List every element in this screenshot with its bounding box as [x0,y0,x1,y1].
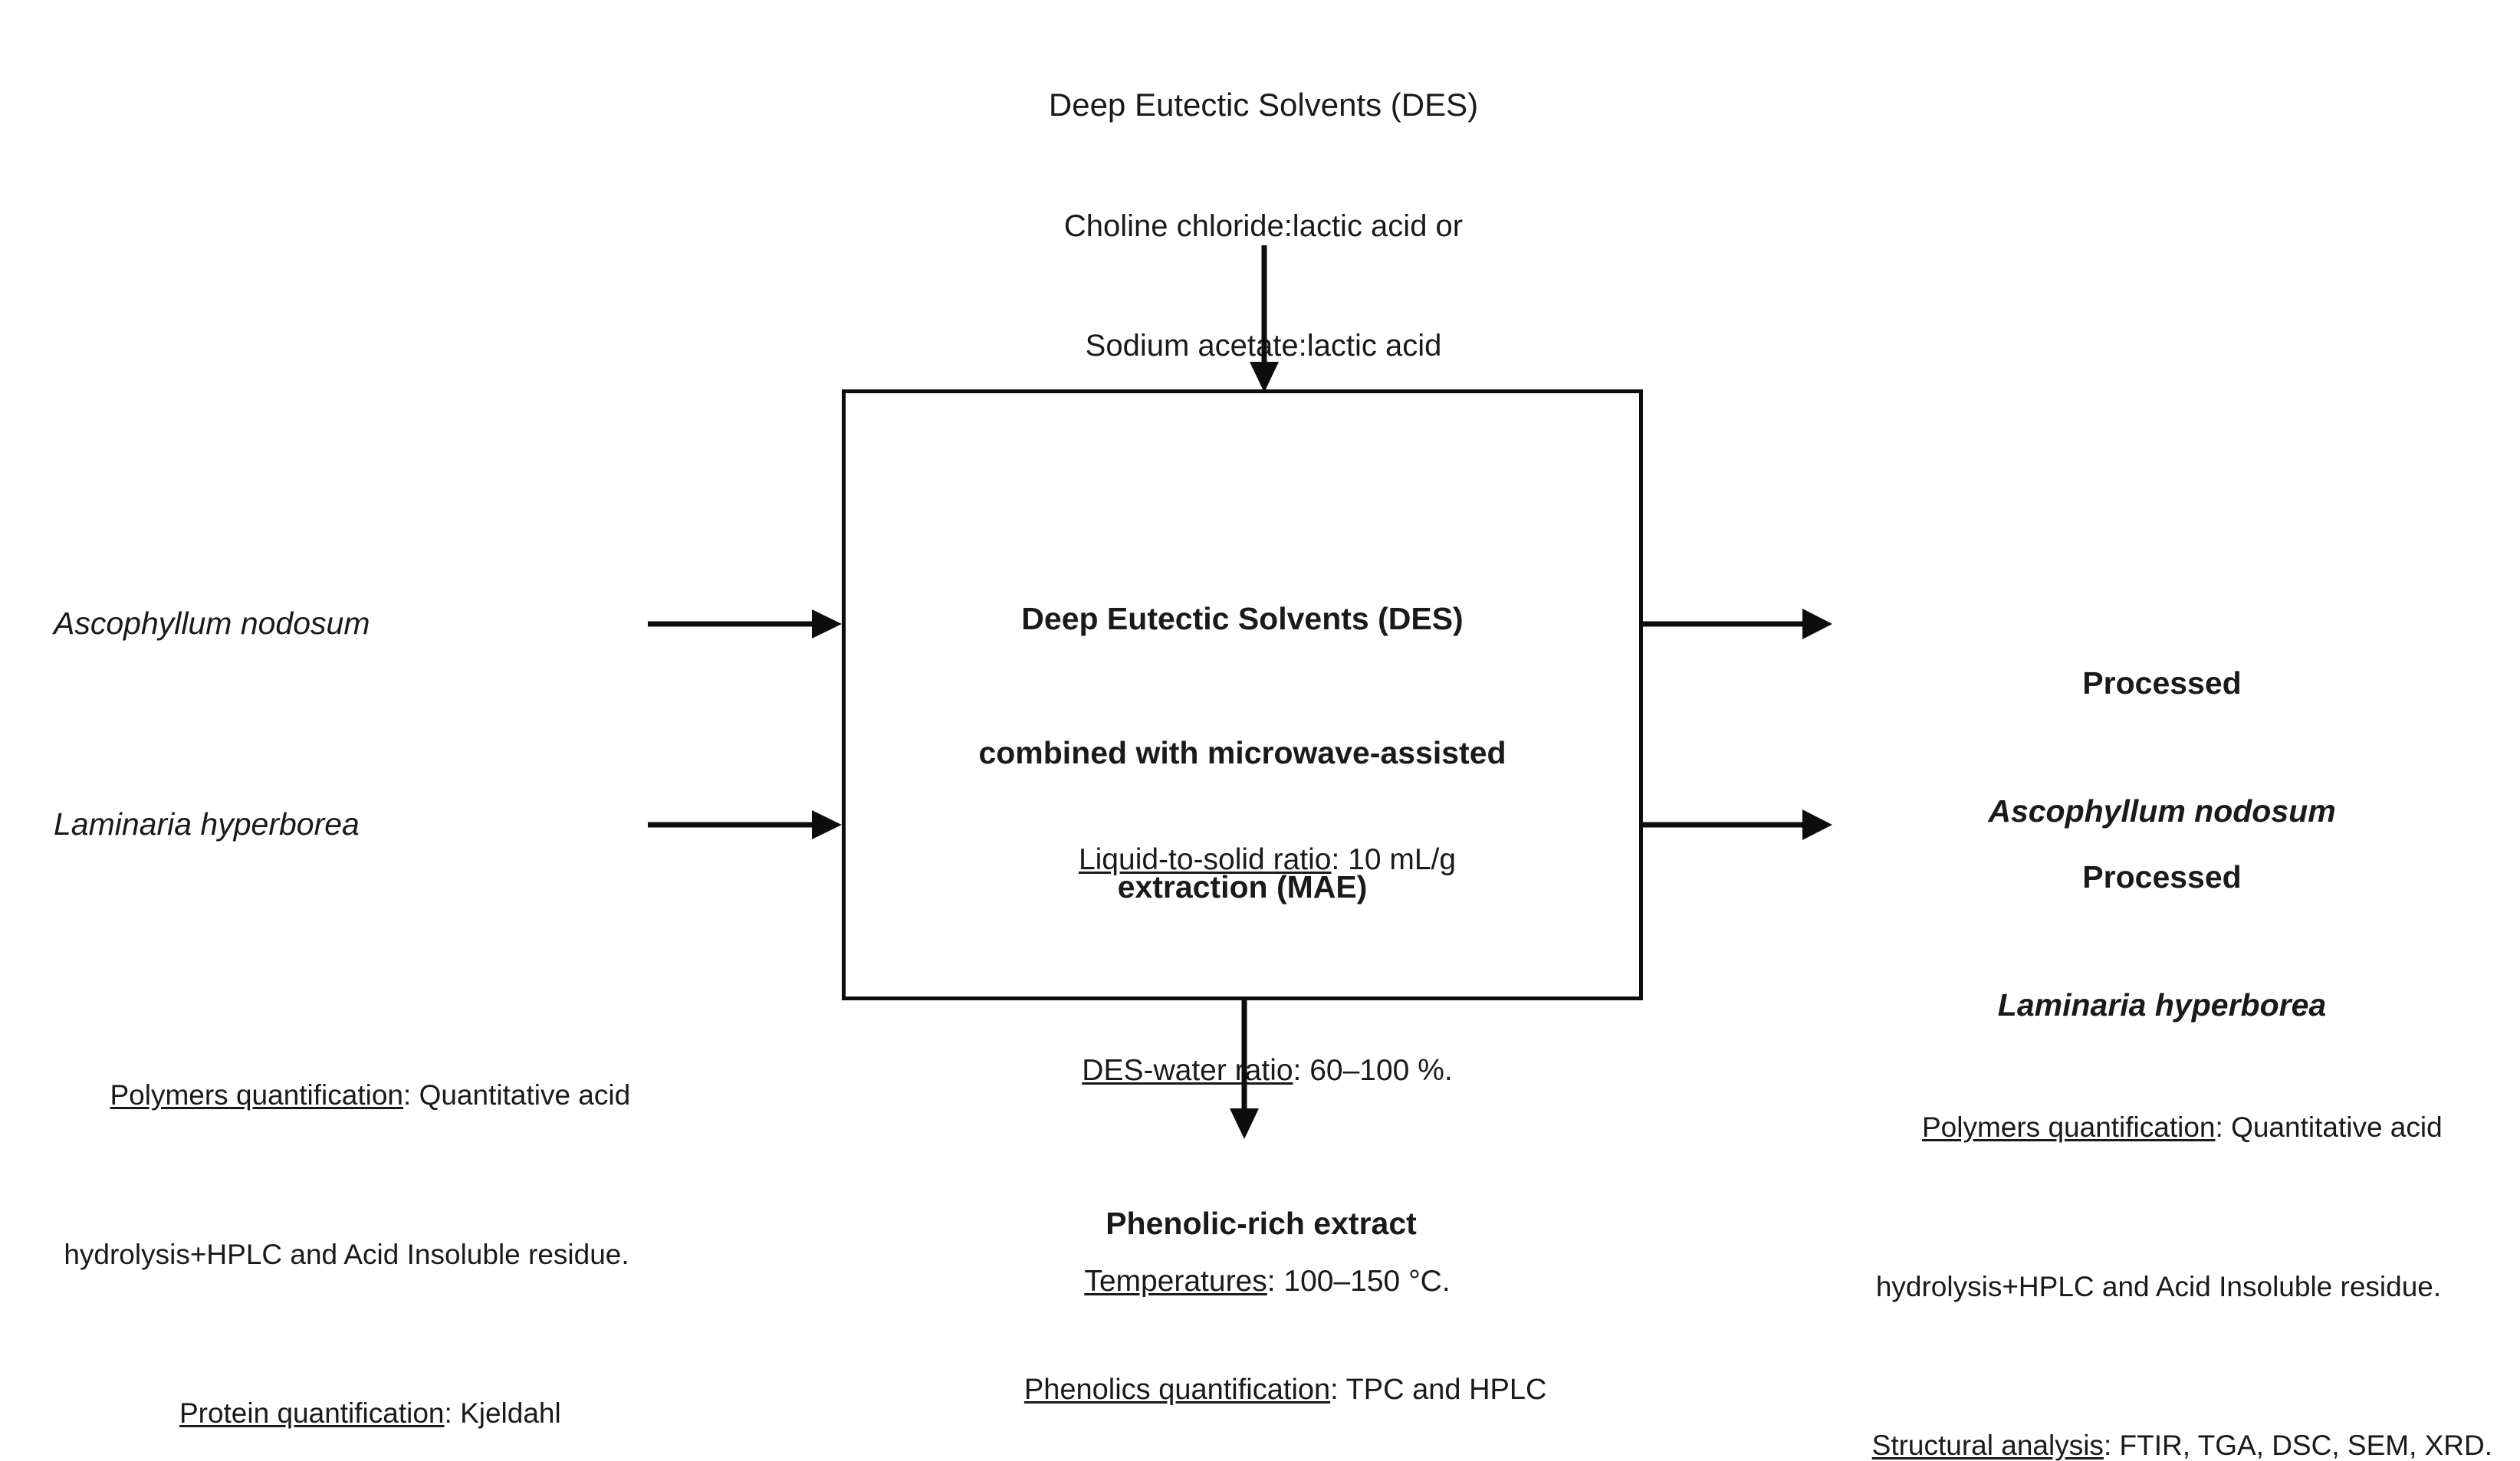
input-analysis-block: Polymers quantification: Quantitative ac… [9,957,684,1461]
parameter-value: : 100–150 °C. [1267,1264,1451,1298]
parameter-liquid-to-solid-ratio: Liquid-to-solid ratio: 10 mL/g [865,797,1620,924]
parameter-value: : 60–100 %. [1293,1053,1453,1087]
output-analysis-label-structural: Structural analysis [1871,1429,2104,1461]
input-analysis-line-1: Polymers quantification: Quantitative ac… [9,1036,684,1155]
extract-line-phenolics: Phenolics quantification: TPC and HPLC [813,1330,1710,1450]
output-species-name: Ascophyllum nodosum [1988,793,2336,829]
arrow-box-to-phenolic-extract [1230,996,1259,1139]
extract-label-phenolics: Phenolics quantification [1023,1374,1331,1407]
arrow-laminaria-into-box [648,810,842,839]
parameter-des-water-ratio: DES-water ratio: 60–100 %. [865,1008,1620,1134]
output-prefix: Processed [2082,665,2242,701]
extract-details-block: Phenolics quantification: TPC and HPLC A… [813,1249,1710,1461]
input-analysis-label-polymers: Polymers quantification [110,1079,404,1111]
output-prefix: Processed [2082,859,2242,895]
output-analysis-value-structural: : FTIR, TGA, DSC, SEM, XRD. [2103,1429,2493,1461]
output-analysis-line-3: Structural analysis: FTIR, TGA, DSC, SEM… [1800,1386,2517,1461]
extract-title: Phenolic-rich extract [1106,1206,1417,1241]
input-label-laminaria-hyperborea: Laminaria hyperborea [54,806,360,842]
arrow-box-to-processed-ascophyllum [1641,609,1832,639]
input-analysis-line-2: hydrolysis+HPLC and Acid Insoluble resid… [64,1238,629,1270]
input-label-ascophyllum-nodosum: Ascophyllum nodosum [54,606,370,641]
output-analysis-label-polymers: Polymers quantification [1921,1111,2216,1144]
output-label-processed-laminaria: Processed Laminaria hyperborea [1840,770,2484,1112]
des-source-heading: Deep Eutectic Solvents (DES) [1048,87,1479,123]
parameter-label: DES-water ratio [1082,1053,1293,1087]
process-title-line-3: extraction (MAE) [1117,868,1368,905]
process-title-line-1: Deep Eutectic Solvents (DES) [1021,601,1464,637]
output-analysis-block: Polymers quantification: Quantitative ac… [1800,989,2517,1461]
output-analysis-value-polymers: : Quantitative acid [2215,1111,2443,1144]
output-analysis-line-2: hydrolysis+HPLC and Acid Insoluble resid… [1875,1270,2442,1302]
parameter-label: Liquid-to-solid ratio [1078,842,1332,876]
input-analysis-line-3: Protein quantification: Kjeldahl [9,1354,684,1461]
process-box-parameters: Liquid-to-solid ratio: 10 mL/g DES-water… [865,713,1620,1461]
des-source-label: Deep Eutectic Solvents (DES) Choline chl… [842,5,1685,445]
extract-value-phenolics: : TPC and HPLC [1330,1374,1547,1407]
input-analysis-value-protein: : Kjeldahl [444,1397,561,1429]
process-title-line-2: combined with microwave-assisted [978,735,1506,771]
output-label-processed-ascophyllum: Processed Ascophyllum nodosum [1840,576,2484,918]
parameter-label: Temperatures [1084,1264,1267,1298]
process-box-title: Deep Eutectic Solvents (DES) combined wi… [865,507,1620,998]
output-analysis-line-1: Polymers quantification: Quantitative ac… [1800,1069,2517,1187]
arrow-box-to-processed-laminaria [1641,809,1832,840]
des-source-option-1: Choline chloride:lactic acid or [1063,208,1464,243]
input-analysis-label-protein: Protein quantification [179,1397,445,1429]
output-species-name: Laminaria hyperborea [1997,987,2327,1023]
parameter-temperatures: Temperatures: 100–150 °C. [865,1219,1620,1345]
input-analysis-value-polymers: : Quantitative acid [403,1079,631,1111]
des-source-option-2: Sodium acetate:lactic acid [1085,328,1442,363]
arrow-solvent-into-box [1250,245,1279,392]
arrow-ascophyllum-into-box [648,609,842,639]
parameter-value: : 10 mL/g [1331,842,1457,876]
